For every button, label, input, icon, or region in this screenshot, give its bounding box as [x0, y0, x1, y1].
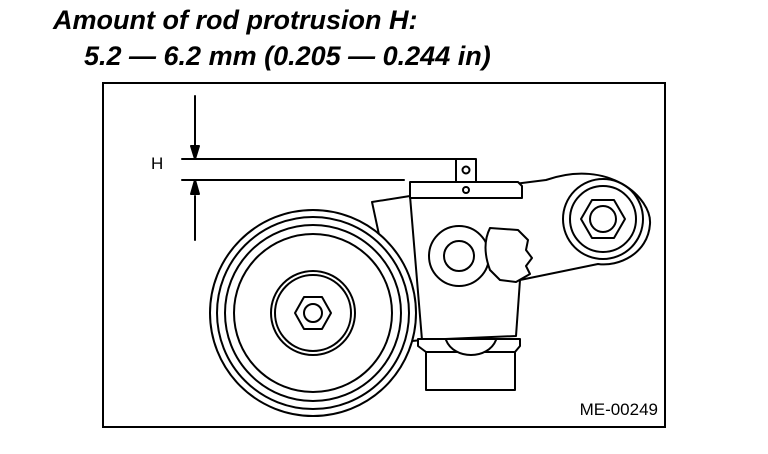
protrusion-rod	[455, 158, 477, 183]
dimension-h-label: H	[151, 154, 164, 173]
spec-heading: Amount of rod protrusion H:	[53, 5, 418, 35]
tensioner-drawing	[181, 95, 652, 417]
rod-housing	[409, 158, 523, 199]
eccentric-cam	[484, 227, 533, 283]
dimension-h-marker	[181, 95, 457, 241]
pivot-bolt	[562, 178, 644, 260]
pivot-bolt-icon	[580, 199, 626, 239]
base-block	[417, 338, 521, 391]
pulley-bolt-icon	[294, 296, 332, 330]
spec-value: 5.2 — 6.2 mm (0.205 — 0.244 in)	[84, 41, 491, 71]
figure-code: ME-00249	[579, 400, 658, 419]
pulley	[209, 209, 417, 417]
tensioner-figure: H ME-00249	[102, 82, 666, 428]
